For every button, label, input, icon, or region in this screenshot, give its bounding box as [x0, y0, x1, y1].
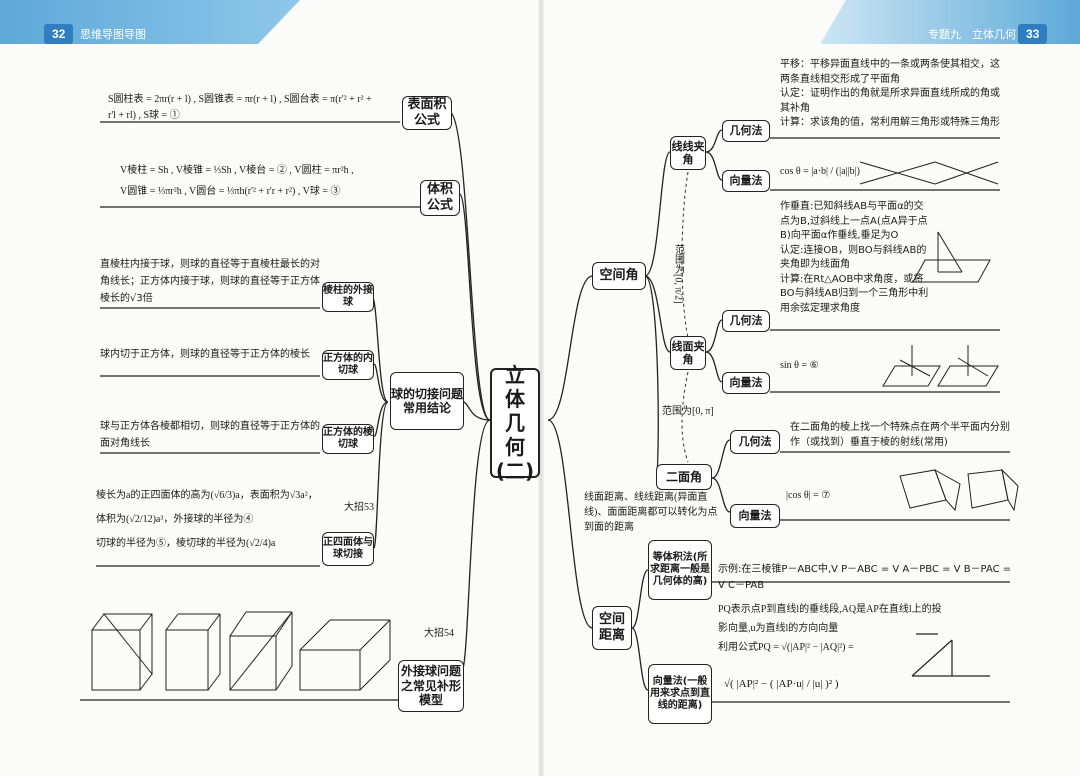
volume-line2: V圆锥 = ⅓πr²h , V圆台 = ⅓πh(r'² + r'r + r²) …	[120, 186, 341, 197]
line-plane-geometric-text: 作垂直:已知斜线AB与平面α的交点为B,过斜线上一点A(点A异于点B)向平面α作…	[780, 201, 929, 314]
surface-area-line2: r'l + rl) , S球 = ①	[108, 109, 180, 121]
tetra-line2: 体积为(√2/12)a³，外接球的半径为④	[96, 514, 254, 525]
space-distance-note: 线面距离、线线距离(异面直线)、面面距离都可以转化为点到面的距离	[584, 492, 718, 533]
distance-vector-text: PQ表示点P到直线l的垂线段,AQ是AP在直线l上的投 影向量,u为直线l的方向…	[718, 600, 1018, 657]
space-distance-node: 空间距离	[592, 606, 632, 650]
dihedral-angle-node: 二面角	[656, 464, 712, 490]
outer-ball-note: 大招54	[424, 628, 454, 639]
ball-conclusions-node: 球的切接问题常用结论	[390, 372, 464, 430]
distance-vector-line1: PQ表示点P到直线l的垂线段,AQ是AP在直线l上的投	[718, 604, 942, 615]
left-header-title: 思维导图导图	[80, 29, 146, 41]
prism-circumscribed-node: 棱柱的外接球	[322, 282, 374, 312]
dihedral-geometric-text: 在二面角的棱上找一个特殊点在两个半平面内分别作（或找到）垂直于棱的射线(常用)	[790, 422, 1010, 448]
tetrahedron-ball-node: 正四面体与球切接	[322, 532, 374, 566]
line-plane-angle-node: 线面夹角	[670, 336, 706, 370]
tetra-line3-4: 切球的半径为⑤，棱切球的半径为(√2/4)a	[96, 532, 322, 556]
dihedral-vector-formula: |cos θ| = ⑦	[786, 490, 831, 501]
range-line-line: 范围为[0, π/2]	[672, 244, 684, 304]
space-angle-node: 空间角	[592, 262, 646, 290]
equal-volume-example: 示例:在三棱锥P－ABC中,V P－ABC = V A－PBC = V B－PA…	[718, 564, 1012, 591]
surface-area-formula: S圆柱表 = 2πr(r + l) , S圆锥表 = πr(r + l) , S…	[108, 92, 398, 123]
book-spine	[538, 0, 544, 776]
volume-node: 体积公式	[420, 180, 460, 216]
distance-vector-formula: √( |AP|² − ( |AP·u| / |u| )² )	[724, 678, 839, 690]
cube-edge-tangent-node: 正方体的棱切球	[322, 424, 374, 454]
line-line-geometric-node: 几何法	[722, 120, 770, 142]
line-line-angle-node: 线线夹角	[670, 136, 706, 170]
cube-edge-tangent-text: 球与正方体各棱都相切，则球的直径等于正方体的面对角线长	[100, 421, 320, 449]
tetrahedron-text: 棱长为a的正四面体的高为(√6/3)a，表面积为√3a²， 体积为(√2/12)…	[96, 484, 322, 556]
central-title-char5: (二)	[495, 459, 535, 483]
equal-volume-method-node: 等体积法(所求距离一般是几何体的高)	[648, 540, 712, 600]
distance-vector-method-node: 向量法(一般用来求点到直线的距离)	[648, 664, 712, 724]
volume-formula: V棱柱 = Sh , V棱锥 = ⅓Sh , V棱台 = ② , V圆柱 = π…	[120, 160, 420, 202]
dihedral-vector-node: 向量法	[730, 504, 780, 528]
surface-area-line1: S圆柱表 = 2πr(r + l) , S圆锥表 = πr(r + l) , S…	[108, 94, 372, 105]
range-line-plane: 范围为[0, π]	[662, 406, 714, 417]
distance-vector-line2: 影向量,u为直线l的方向向量	[718, 623, 839, 634]
cube-inscribed-text: 球内切于正方体，则球的直径等于正方体的棱长	[100, 349, 310, 360]
outer-ball-model-node: 外接球问题之常见补形模型	[398, 660, 464, 712]
central-title-char1: 立	[505, 363, 525, 387]
dihedral-geometric-node: 几何法	[730, 430, 780, 454]
right-header-topic: 专题九	[928, 29, 961, 41]
line-line-geometric-text: 平移：平移异面直线中的一条或两条使其相交，这两条直线相交形成了平面角 认定：证明…	[780, 59, 1000, 128]
right-page-number: 33	[1018, 24, 1048, 44]
distance-vector-line3: 利用公式PQ = √(|AP|² − |AQ|²) =	[718, 642, 854, 653]
volume-line1: V棱柱 = Sh , V棱锥 = ⅓Sh , V棱台 = ② , V圆柱 = π…	[120, 165, 354, 176]
central-title-char4: 何	[505, 435, 525, 459]
prism-circumscribed-text: 直棱柱内接于球，则球的直径等于直棱柱最长的对角线长；正方体内接于球，则球的直径等…	[100, 259, 320, 304]
left-page-number: 32	[44, 24, 74, 44]
central-topic-title: 立 体 几 何 (二)	[490, 363, 540, 483]
tetra-line3: 切球的半径为⑤	[96, 538, 166, 549]
line-plane-geometric-node: 几何法	[722, 310, 770, 332]
line-line-vector-node: 向量法	[722, 170, 770, 192]
surface-area-node: 表面积公式	[402, 96, 452, 130]
line-plane-vector-node: 向量法	[722, 372, 770, 394]
tetra-line4: ，棱切球的半径为(√2/4)a	[166, 538, 276, 549]
cube-inscribed-node: 正方体的内切球	[322, 350, 374, 380]
central-title-char3: 几	[505, 411, 525, 435]
tetrahedron-note: 大招53	[344, 502, 374, 513]
central-title-char2: 体	[505, 387, 525, 411]
line-plane-vector-formula: sin θ = ⑥	[780, 360, 819, 371]
line-line-vector-formula: cos θ = |a·b| / (|a||b|)	[780, 166, 860, 177]
tetra-line1: 棱长为a的正四面体的高为(√6/3)a，表面积为√3a²，	[96, 490, 318, 501]
right-header-title: 立体几何	[972, 29, 1016, 41]
